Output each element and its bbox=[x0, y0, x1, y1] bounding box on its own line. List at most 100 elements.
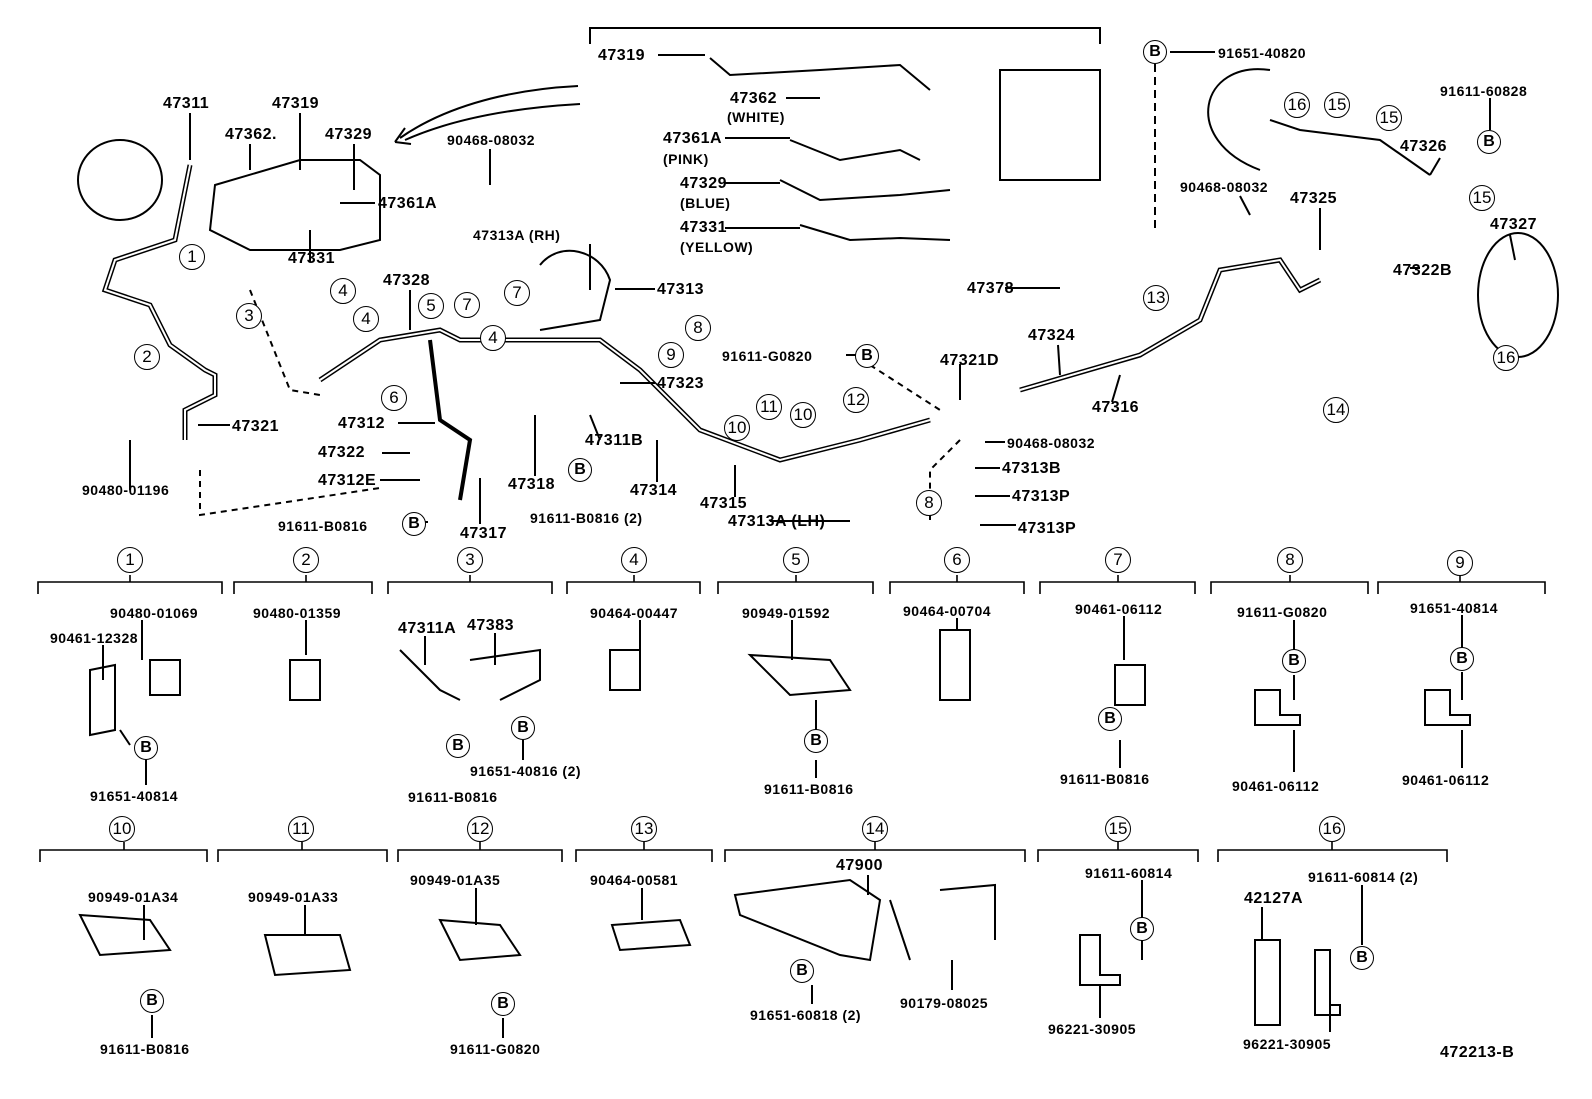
part-label: 47319 bbox=[272, 95, 319, 112]
bolt-marker: B bbox=[1450, 647, 1474, 671]
callout: 8 bbox=[916, 490, 942, 516]
callout: 16 bbox=[1284, 92, 1310, 118]
callout: 2 bbox=[134, 344, 160, 370]
panel-number: 13 bbox=[631, 816, 657, 842]
part-label: 47313B bbox=[1002, 460, 1062, 477]
bolt-marker: B bbox=[1098, 707, 1122, 731]
part-label: 90949-01A34 bbox=[88, 889, 179, 905]
callout: 7 bbox=[454, 292, 480, 318]
bolt-marker: B bbox=[1477, 130, 1501, 154]
callout: 3 bbox=[236, 303, 262, 329]
part-label: 47313 bbox=[657, 281, 704, 298]
panel-number: 10 bbox=[109, 816, 135, 842]
part-label: 91611-60828 bbox=[1440, 83, 1528, 99]
bolt-marker: B bbox=[855, 344, 879, 368]
part-label: 47326 bbox=[1400, 138, 1447, 155]
part-label: 91651-40814 bbox=[1410, 600, 1499, 616]
bolt-marker: B bbox=[1282, 649, 1306, 673]
part-label: 42127A bbox=[1244, 890, 1304, 907]
part-label: 47383 bbox=[467, 617, 514, 634]
part-label: 47311B bbox=[585, 432, 644, 449]
callout: 4 bbox=[353, 306, 379, 332]
part-label: 91611-G0820 bbox=[722, 348, 813, 364]
panel-number: 9 bbox=[1447, 550, 1473, 576]
color-note: (BLUE) bbox=[680, 195, 731, 211]
part-label: 91611-B0816 bbox=[764, 781, 854, 797]
part-label: 47329 bbox=[680, 175, 727, 192]
part-label: 47329 bbox=[325, 126, 372, 143]
part-label: 91611-B0816 bbox=[278, 518, 368, 534]
part-label: 47361A bbox=[663, 130, 723, 147]
part-label: 47314 bbox=[630, 482, 677, 499]
part-label: 47311 bbox=[163, 95, 210, 112]
callout: 15 bbox=[1469, 185, 1495, 211]
color-note: (WHITE) bbox=[727, 109, 785, 125]
callout: 14 bbox=[1323, 397, 1349, 423]
figure-code: 472213-B bbox=[1440, 1044, 1515, 1061]
part-label: 90480-01069 bbox=[110, 605, 199, 621]
part-label: 91611-60814 bbox=[1085, 865, 1173, 881]
part-label: 96221-30905 bbox=[1243, 1036, 1332, 1052]
callout: 16 bbox=[1493, 345, 1519, 371]
part-label: 90461-06112 bbox=[1232, 778, 1320, 794]
part-label: 90461-06112 bbox=[1402, 772, 1490, 788]
panel-number: 3 bbox=[457, 547, 483, 573]
bolt-marker: B bbox=[1130, 917, 1154, 941]
bolt-marker: B bbox=[491, 992, 515, 1016]
bolt-marker: B bbox=[140, 989, 164, 1013]
part-label: 47324 bbox=[1028, 327, 1075, 344]
part-label: 47362. bbox=[225, 126, 277, 143]
part-label: 91611-B0816 (2) bbox=[530, 510, 643, 526]
part-label: 47331 bbox=[288, 250, 335, 267]
part-label: 47317 bbox=[460, 525, 507, 542]
part-label: 47316 bbox=[1092, 399, 1139, 416]
part-label: 90464-00581 bbox=[590, 872, 679, 888]
panel-number: 6 bbox=[944, 547, 970, 573]
part-label: 91611-G0820 bbox=[1237, 604, 1328, 620]
inset-bracket bbox=[589, 27, 1101, 44]
rear-brake-disc bbox=[1207, 68, 1271, 171]
bolt-marker: B bbox=[804, 729, 828, 753]
view-arrow bbox=[394, 85, 581, 145]
panel-number: 15 bbox=[1105, 816, 1131, 842]
panel-number: 14 bbox=[862, 816, 888, 842]
panel-number: 2 bbox=[293, 547, 319, 573]
callout: 10 bbox=[790, 402, 816, 428]
part-label: 47311A bbox=[398, 620, 457, 637]
callout: 8 bbox=[685, 315, 711, 341]
part-label: 90468-08032 bbox=[1180, 179, 1269, 195]
callout: 15 bbox=[1324, 92, 1350, 118]
part-label: 47312E bbox=[318, 472, 377, 489]
callout: 7 bbox=[504, 280, 530, 306]
part-label: 47313P bbox=[1012, 488, 1071, 505]
part-label: 90464-00704 bbox=[903, 603, 992, 619]
part-label: 90949-01A35 bbox=[410, 872, 501, 888]
panel-number: 8 bbox=[1277, 547, 1303, 573]
part-label: 47322B bbox=[1393, 262, 1453, 279]
panel-number: 7 bbox=[1105, 547, 1131, 573]
part-label: 91611-60814 (2) bbox=[1308, 869, 1419, 885]
part-label: 47361A bbox=[378, 195, 438, 212]
part-label: 47315 bbox=[700, 495, 747, 512]
color-note: (YELLOW) bbox=[680, 239, 754, 255]
callout: 1 bbox=[179, 244, 205, 270]
part-label: 47321 bbox=[232, 418, 279, 435]
part-label: 90480-01359 bbox=[253, 605, 342, 621]
part-label: 91611-G0820 bbox=[450, 1041, 541, 1057]
part-label: 47313P bbox=[1018, 520, 1077, 537]
part-label: 47322 bbox=[318, 444, 365, 461]
part-label: 90480-01196 bbox=[82, 482, 170, 498]
part-label: 91651-40816 (2) bbox=[470, 763, 582, 779]
part-label: 47312 bbox=[338, 415, 385, 432]
part-label: 90949-01592 bbox=[742, 605, 831, 621]
callout: 10 bbox=[724, 415, 750, 441]
part-label: 90179-08025 bbox=[900, 995, 989, 1011]
part-label: 47313A (LH) bbox=[728, 513, 826, 530]
part-label: 47331 bbox=[680, 219, 727, 236]
part-label: 91611-B0816 bbox=[100, 1041, 190, 1057]
abs-actuator bbox=[999, 69, 1101, 181]
rear-brake-disc-right bbox=[1477, 232, 1559, 358]
part-label: 47362 bbox=[730, 90, 777, 107]
callout: 11 bbox=[756, 394, 782, 420]
